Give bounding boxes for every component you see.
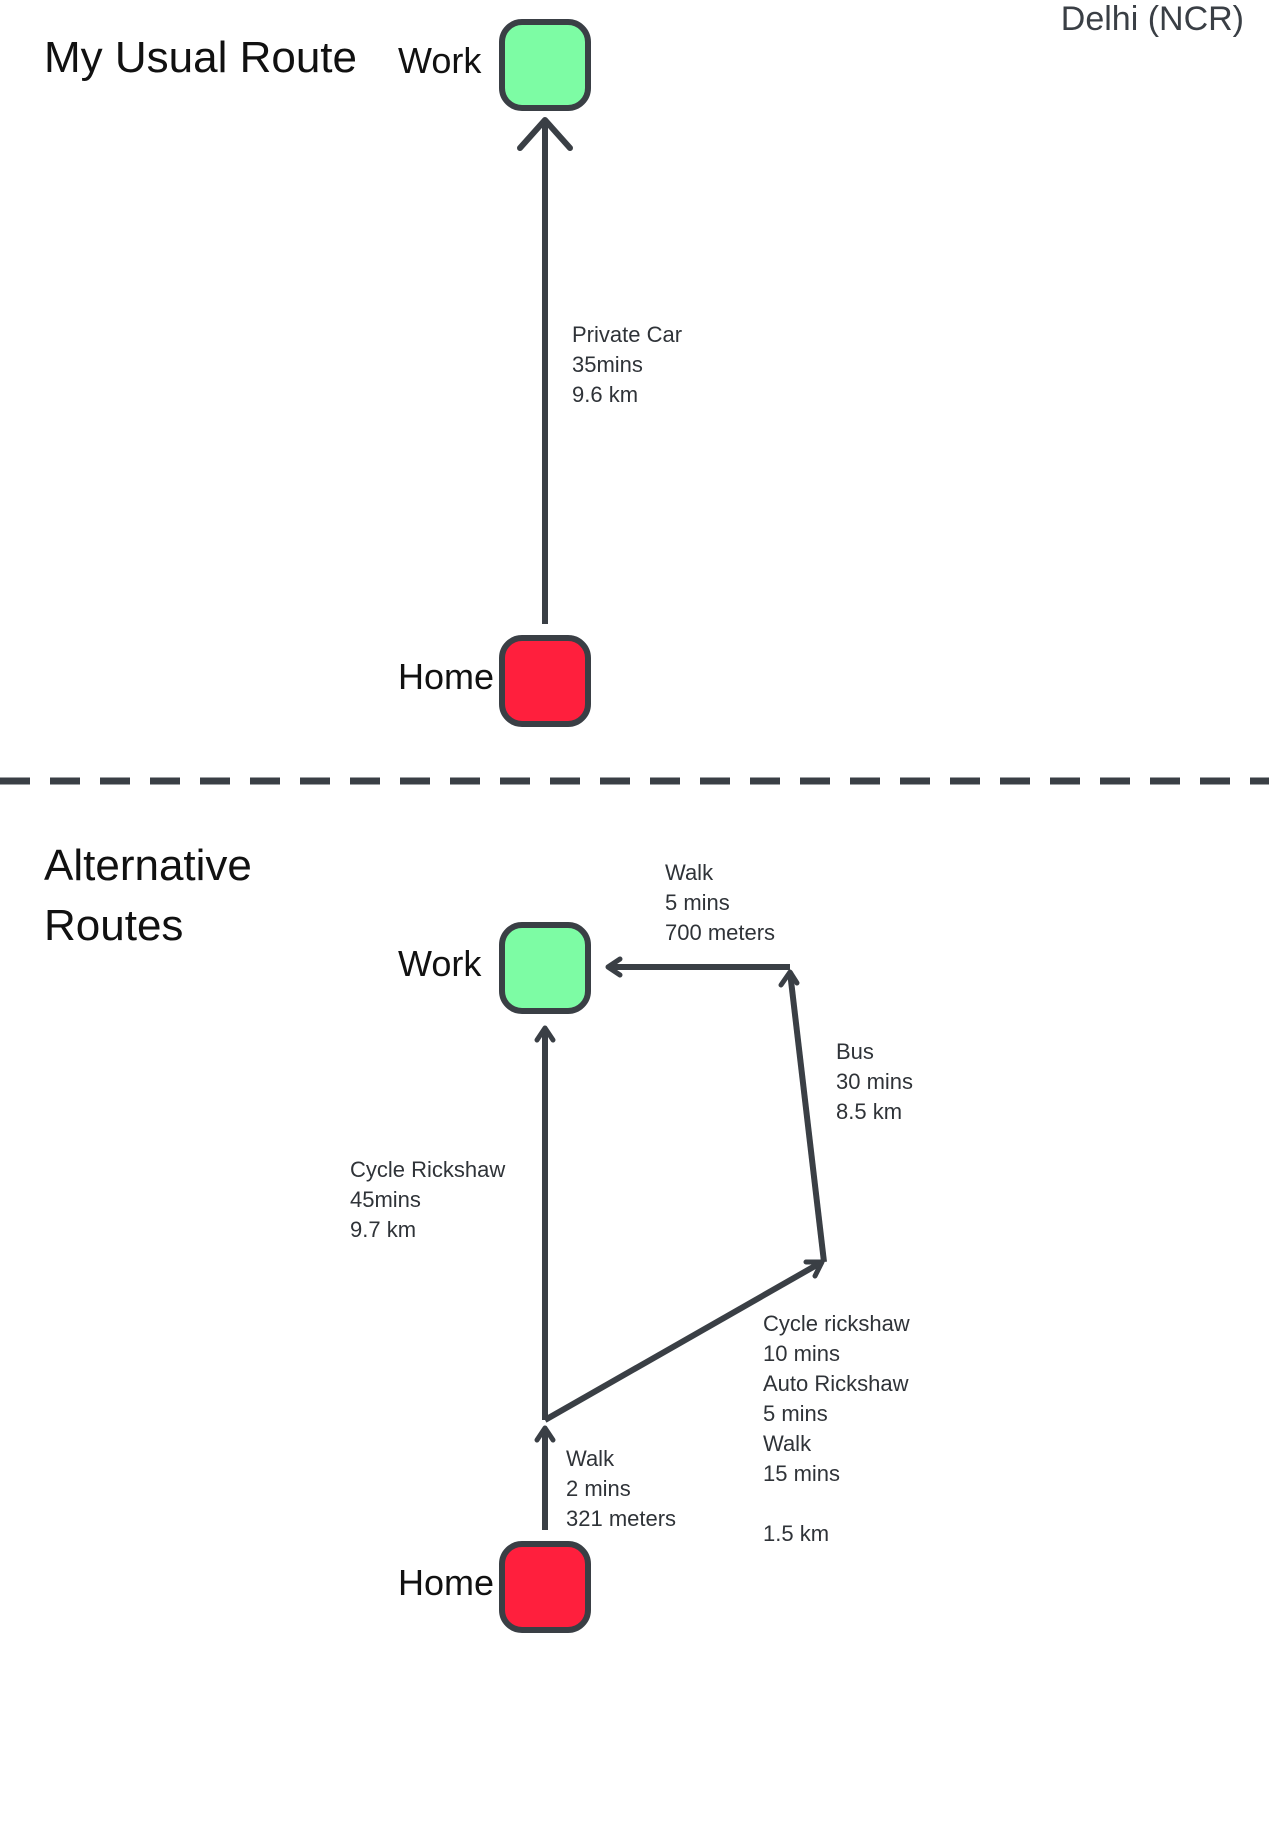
usual-car-info: Private Car 35mins 9.6 km (572, 320, 682, 410)
alt-work-label: Work (398, 943, 482, 984)
alt-cycle-rickshaw-arrowhead (534, 1025, 556, 1043)
alt-home-node (499, 1541, 591, 1633)
alt-walk-to-work-info: Walk 5 mins 700 meters (665, 858, 775, 948)
alternative-routes-title: Alternative Routes (44, 841, 252, 950)
alt-multi-leg-line: Auto Rickshaw (763, 1371, 909, 1396)
alt-multi-leg-arrow (543, 1259, 824, 1423)
alt-home-label: Home (398, 1562, 495, 1603)
alt-walk-distance: 321 meters (566, 1506, 677, 1531)
alt-walk-to-work-distance: 700 meters (665, 920, 776, 945)
usual-home-label: Home (398, 656, 495, 697)
alt-walk-to-work-arrowhead (605, 956, 623, 978)
region-label: Delhi (NCR) (1060, 0, 1244, 38)
alt-walk-to-work-time: 5 mins (665, 890, 730, 915)
alt-cycle-rickshaw-distance: 9.7 km (350, 1217, 417, 1242)
alt-bus-mode: Bus (836, 1039, 874, 1064)
alt-walk-info: Walk 2 mins 321 meters (566, 1444, 676, 1534)
usual-work-node (499, 19, 591, 111)
usual-route-title: My Usual Route (44, 33, 358, 82)
alt-multi-leg-line: 5 mins (763, 1401, 828, 1426)
alt-work-node (499, 922, 591, 1014)
alt-bus-distance: 8.5 km (836, 1099, 903, 1124)
alt-cycle-rickshaw-time: 45mins (350, 1187, 421, 1212)
alt-walk-time: 2 mins (566, 1476, 631, 1501)
usual-car-time: 35mins (572, 352, 643, 377)
usual-work-label: Work (398, 40, 482, 81)
alt-multi-leg-line: 10 mins (763, 1341, 841, 1366)
spacer (763, 1489, 910, 1519)
alt-multi-leg-line: 15 mins (763, 1461, 841, 1486)
alt-multi-leg-line: Cycle rickshaw (763, 1311, 910, 1336)
alt-walk-arrowhead (534, 1425, 556, 1443)
alt-multi-leg-line: Walk (763, 1431, 812, 1456)
alt-multi-leg-distance: 1.5 km (763, 1521, 830, 1546)
usual-car-arrowhead (517, 117, 573, 151)
alt-multi-leg-info: Cycle rickshaw 10 mins Auto Rickshaw 5 m… (763, 1309, 910, 1549)
alt-walk-to-work-mode: Walk (665, 860, 714, 885)
alt-bus-arrow (787, 971, 827, 1263)
alt-bus-time: 30 mins (836, 1069, 914, 1094)
alt-cycle-rickshaw-info: Cycle Rickshaw 45mins 9.7 km (350, 1155, 505, 1245)
alt-bus-info: Bus 30 mins 8.5 km (836, 1037, 913, 1127)
usual-home-node (499, 635, 591, 727)
alt-cycle-rickshaw-mode: Cycle Rickshaw (350, 1157, 506, 1182)
usual-car-mode: Private Car (572, 322, 683, 347)
alt-bus-arrowhead (778, 969, 800, 988)
usual-car-distance: 9.6 km (572, 382, 639, 407)
alt-walk-mode: Walk (566, 1446, 615, 1471)
